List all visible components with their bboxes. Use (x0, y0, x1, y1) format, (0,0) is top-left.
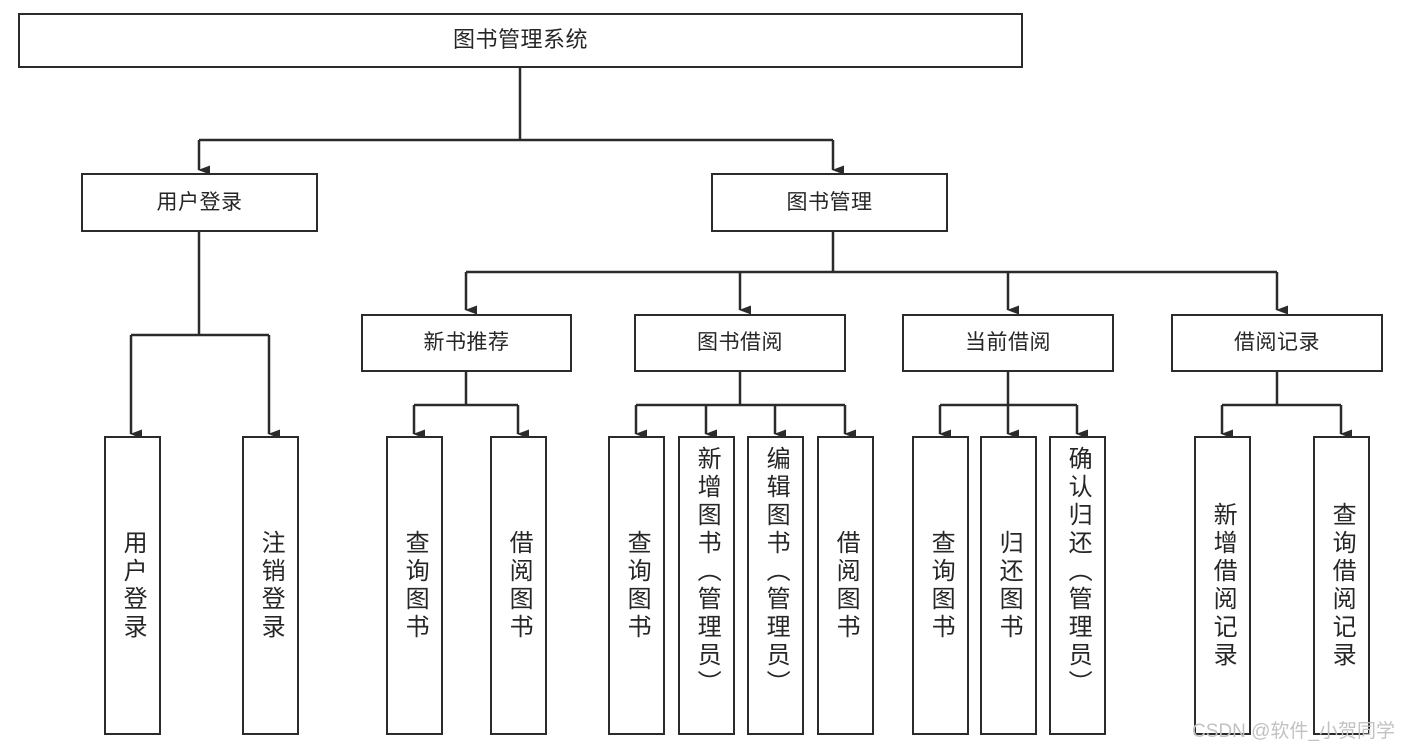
node-label: 编辑图书（管理员） (762, 446, 790, 698)
node-label: 查询图书 (927, 529, 955, 642)
node-label: 查询图书 (623, 529, 651, 642)
node-label: 查询借阅记录 (1328, 501, 1356, 670)
leaf-add-book-admin[interactable]: 新增图书（管理员） (678, 436, 735, 735)
leaf-query-borrow-record[interactable]: 查询借阅记录 (1313, 436, 1370, 735)
node-label: 新书推荐 (423, 331, 510, 355)
leaf-edit-book-admin[interactable]: 编辑图书（管理员） (747, 436, 804, 735)
leaf-query-book-recommend[interactable]: 查询图书 (386, 436, 443, 735)
node-book-borrowing[interactable]: 图书借阅 (634, 314, 846, 372)
node-current-borrowing[interactable]: 当前借阅 (902, 314, 1114, 372)
node-new-book-recommendation[interactable]: 新书推荐 (361, 314, 572, 372)
node-label: 图书管理系统 (452, 27, 588, 53)
node-label: 当前借阅 (965, 331, 1051, 355)
node-label: 用户登录 (156, 190, 243, 214)
node-label: 新增图书（管理员） (693, 446, 721, 698)
node-label: 用户登录 (119, 529, 147, 642)
leaf-user-login[interactable]: 用户登录 (104, 436, 161, 735)
node-label: 确认归还（管理员） (1064, 446, 1092, 698)
node-label: 借阅图书 (505, 529, 533, 642)
leaf-confirm-return-admin[interactable]: 确认归还（管理员） (1049, 436, 1106, 735)
leaf-borrow-book-recommend[interactable]: 借阅图书 (490, 436, 547, 735)
node-user-login[interactable]: 用户登录 (81, 173, 318, 232)
leaf-return-book[interactable]: 归还图书 (980, 436, 1037, 735)
csdn-watermark: CSDN @软件_小贺同学 (1192, 721, 1395, 742)
leaf-add-borrow-record[interactable]: 新增借阅记录 (1194, 436, 1251, 735)
node-label: 借阅图书 (832, 529, 860, 642)
node-label: 注销登录 (257, 529, 285, 642)
node-label: 图书管理 (786, 190, 873, 214)
node-root-book-management-system[interactable]: 图书管理系统 (18, 13, 1023, 68)
leaf-logout[interactable]: 注销登录 (242, 436, 299, 735)
leaf-query-book-current[interactable]: 查询图书 (912, 436, 969, 735)
node-book-management[interactable]: 图书管理 (711, 173, 948, 232)
node-label: 新增借阅记录 (1209, 501, 1237, 670)
leaf-query-book-borrow[interactable]: 查询图书 (608, 436, 665, 735)
node-label: 借阅记录 (1234, 331, 1320, 355)
node-borrowing-records[interactable]: 借阅记录 (1171, 314, 1383, 372)
node-label: 查询图书 (401, 529, 429, 642)
node-label: 图书借阅 (697, 331, 783, 355)
leaf-borrow-book[interactable]: 借阅图书 (817, 436, 874, 735)
node-label: 归还图书 (995, 529, 1023, 642)
